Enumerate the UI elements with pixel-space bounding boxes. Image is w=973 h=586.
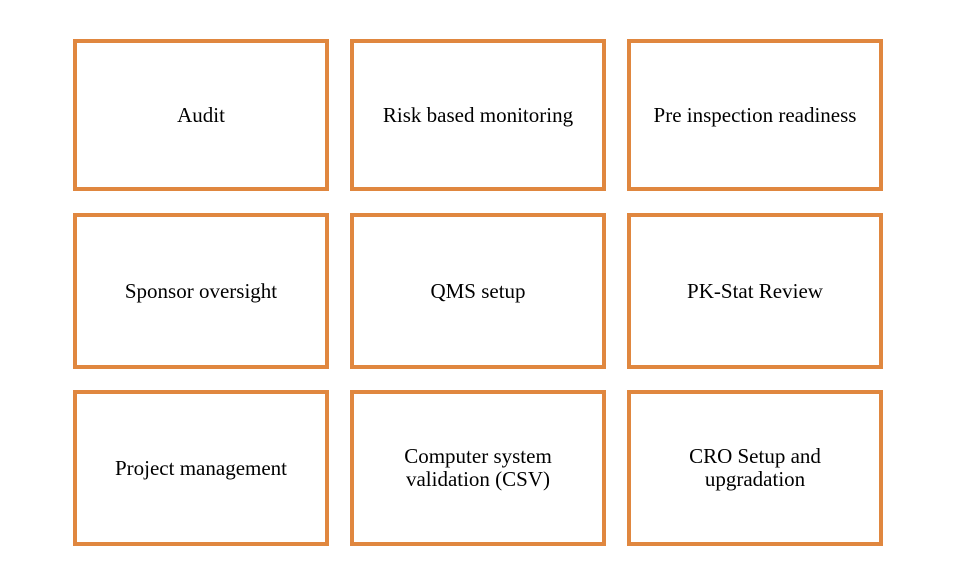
box-label: Audit [177,102,225,127]
box-cro-setup-upgradation: CRO Setup and upgradation [627,390,883,546]
box-audit: Audit [73,39,329,191]
box-label: PK-Stat Review [687,278,823,303]
box-label: Risk based monitoring [382,102,574,127]
box-label: CRO Setup and upgradation [689,444,821,491]
box-label: Sponsor oversight [124,278,278,303]
box-label: QMS setup [430,278,526,303]
box-computer-system-validation: Computer system validation (CSV) [350,390,606,546]
box-qms-setup: QMS setup [350,213,606,369]
box-sponsor-oversight: Sponsor oversight [73,213,329,369]
box-label: Project management [114,455,288,480]
box-project-management: Project management [73,390,329,546]
box-risk-based-monitoring: Risk based monitoring [350,39,606,191]
box-pre-inspection-readiness: Pre inspection readiness [627,39,883,191]
box-pk-stat-review: PK-Stat Review [627,213,883,369]
box-label: Pre inspection readiness [653,102,857,127]
box-label: Computer system validation (CSV) [404,444,552,491]
